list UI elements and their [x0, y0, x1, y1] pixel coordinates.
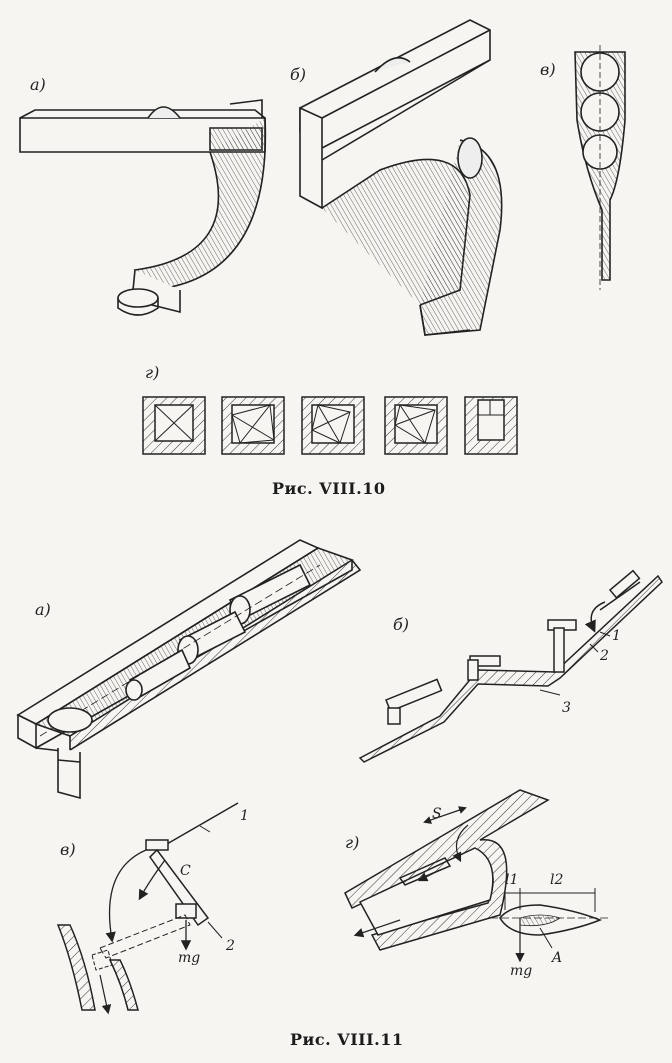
fig11-panel-g-drawing	[344, 789, 610, 963]
section-3	[301, 396, 365, 455]
fig11-label-v: в)	[60, 840, 76, 859]
fig10-panel-v-drawing	[574, 45, 626, 290]
fig11-b-callout-2: 2	[599, 648, 609, 664]
fig11-b-callout-3: 3	[562, 700, 571, 716]
fig11-panel-a-drawing	[16, 539, 362, 800]
fig10-label-b: б)	[290, 65, 306, 84]
fig11-g-callout-l2: l2	[550, 872, 563, 888]
fig11-panel-v-drawing	[56, 802, 239, 1015]
fig11-v-callout-2: 2	[225, 938, 235, 954]
fig10-label-v: в)	[540, 60, 556, 79]
fig10-panel-b-drawing	[299, 19, 503, 336]
section-4	[384, 396, 448, 455]
fig11-g-callout-l1: l1	[505, 872, 518, 888]
fig11-label-g: г)	[345, 833, 359, 852]
fig11-v-callout-C: C	[180, 863, 191, 879]
figure-caption-viii-11: Рис. VIII.11	[290, 1030, 404, 1049]
fig11-label-b: б)	[393, 615, 409, 634]
fig11-panel-b-drawing	[358, 569, 663, 763]
section-5	[464, 396, 518, 455]
fig10-panel-a-drawing	[19, 99, 267, 316]
fig11-v-callout-1: 1	[240, 808, 249, 824]
fig10-panel-g-sections	[142, 396, 518, 455]
figure-caption-viii-10: Рис. VIII.10	[272, 479, 386, 498]
fig11-g-callout-mg: mg	[510, 963, 532, 979]
section-2	[221, 396, 285, 455]
fig10-label-a: а)	[30, 75, 46, 94]
fig11-label-a: а)	[35, 600, 51, 619]
fig11-g-callout-A: A	[550, 950, 562, 966]
fig11-g-callout-S: S	[432, 806, 442, 822]
section-1	[142, 396, 206, 455]
fig11-b-callout-1: 1	[612, 628, 621, 644]
fig11-v-callout-mg: mg	[178, 950, 200, 966]
fig10-label-g: г)	[145, 363, 159, 382]
